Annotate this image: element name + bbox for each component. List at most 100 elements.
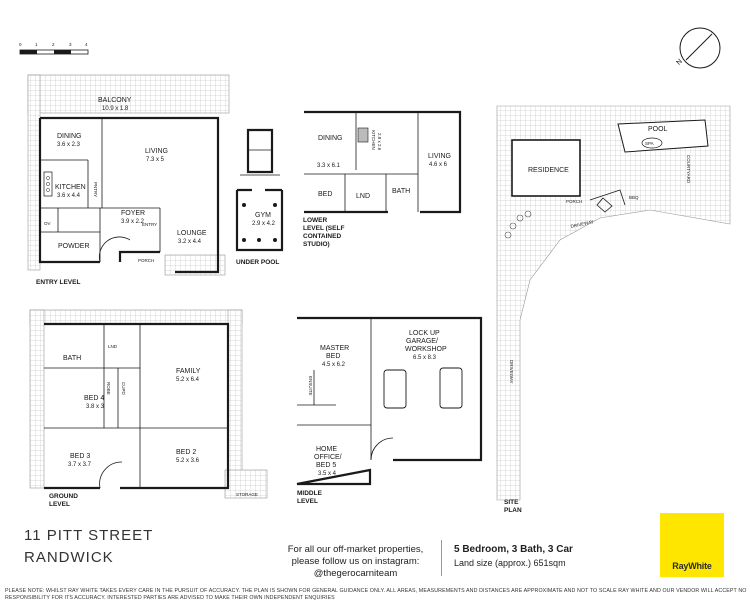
lower-level-title-4: STUDIO): [303, 241, 330, 248]
office-dims: 3.5 x 4: [318, 471, 337, 477]
garage-label-2: GARAGE/: [406, 338, 438, 345]
lower-dining-dims: 3.3 x 6.1: [317, 163, 341, 169]
kitchen-label: KITCHEN: [55, 184, 86, 191]
scale-label-3: 3: [69, 42, 72, 47]
scale-bar: 0 1 2 3 4: [19, 42, 89, 55]
ground-cupboard-label: CUPD: [121, 382, 126, 396]
lower-laundry-label: LND: [356, 193, 370, 200]
living-label: LIVING: [145, 148, 168, 155]
balcony-label: BALCONY: [98, 97, 132, 104]
scale-label-2: 2: [52, 42, 55, 47]
scale-label-4: 4: [85, 42, 88, 47]
bed4-label: BED 4: [84, 395, 104, 402]
garage-label-3: WORKSHOP: [405, 346, 447, 353]
ensuite-label: ENSUITE: [308, 376, 313, 396]
under-pool-title: UNDER POOL: [236, 259, 279, 266]
lower-living-label: LIVING: [428, 153, 451, 160]
storage-label: STORAGE: [236, 492, 258, 497]
scale-label-0: 0: [19, 42, 22, 47]
master-bed-label-1: MASTER: [320, 345, 349, 352]
middle-level-title-2: LEVEL: [297, 498, 318, 505]
ground-laundry-label: LND: [108, 344, 118, 349]
address-line-2: RANDWICK: [24, 549, 114, 566]
office-label-1: HOME: [316, 446, 337, 453]
gym-dims: 2.9 x 4.2: [252, 221, 276, 227]
promo-block: For all our off-market properties, pleas…: [273, 544, 438, 580]
entry-label: ENTRY: [142, 222, 157, 227]
spa-label: SPA: [645, 141, 654, 146]
pantry-label: PNTRY: [93, 182, 98, 197]
ov-label: OV: [44, 221, 51, 226]
lower-kitchen-dims: 2.8 x 2.6: [377, 133, 382, 151]
ground-level-title-2: LEVEL: [49, 501, 70, 508]
ground-bath-label: BATH: [63, 355, 81, 362]
entry-level-title: ENTRY LEVEL: [36, 279, 80, 286]
scale-label-1: 1: [35, 42, 38, 47]
lower-kitchen-label: KITCHEN: [371, 130, 376, 150]
divider: [441, 540, 442, 576]
master-bed-label-2: BED: [326, 353, 340, 360]
address-line-1: 11 PITT STREET: [24, 527, 154, 544]
lower-level-title-1: LOWER: [303, 217, 327, 224]
raywhite-logo: RayWhite: [660, 513, 724, 577]
ground-level-title-1: GROUND: [49, 493, 78, 500]
lower-bed-label: BED: [318, 191, 332, 198]
living-dims: 7.3 x 5: [146, 157, 165, 163]
dining-dims: 3.6 x 2.3: [57, 142, 81, 148]
lower-living-dims: 4.6 x 6: [429, 162, 448, 168]
lower-bath-label: BATH: [392, 188, 410, 195]
raywhite-logo-text: RayWhite: [672, 561, 712, 571]
promo-line-1: For all our off-market properties,: [287, 544, 424, 555]
pool-label: POOL: [648, 126, 668, 133]
garage-label-1: LOCK UP: [409, 330, 440, 337]
entry-level-plan: BALCONY 10.9 x 1.8 DINING 3.6 x 2.3 LIVI…: [27, 74, 230, 286]
garage-dims: 6.5 x 8.3: [413, 355, 437, 361]
bed2-dims: 5.2 x 3.6: [176, 458, 200, 464]
land-size-text: Land size (approx.) 651sqm: [454, 558, 566, 568]
office-label-2: OFFICE/: [314, 454, 342, 461]
lower-level-title-2: LEVEL (SELF: [303, 225, 344, 232]
site-driveway-vertical-label: DRIVEWAY: [509, 360, 514, 384]
foyer-dims: 3.9 x 2.2: [121, 219, 145, 225]
bed4-dims: 3.8 x 3: [86, 404, 105, 410]
gym-label: GYM: [255, 212, 271, 219]
site-plan-title-1: SITE: [504, 499, 519, 506]
compass-icon: N: [675, 27, 721, 69]
bed3-label: BED 3: [70, 453, 90, 460]
balcony-dims: 10.9 x 1.8: [102, 106, 129, 112]
bed2-label: BED 2: [176, 449, 196, 456]
site-plan-title-2: PLAN: [504, 507, 522, 514]
features-text: 5 Bedroom, 3 Bath, 3 Car: [454, 544, 573, 555]
lower-dining-label: DINING: [318, 135, 343, 142]
disclaimer-line-1: PLEASE NOTE: WHILST RAY WHITE TAKES EVER…: [5, 588, 747, 594]
porch-label: PORCH: [138, 258, 154, 263]
dining-label: DINING: [57, 133, 82, 140]
ground-level-plan: BATH LND FAMILY 5.2 x 6.4 ROBE CUPD BED …: [29, 309, 268, 508]
lounge-dims: 3.2 x 4.4: [178, 239, 202, 245]
site-plan: RESIDENCE POOL SPA COURTYARD PORCH BBQ D…: [496, 105, 731, 514]
family-dims: 5.2 x 6.4: [176, 377, 200, 383]
lower-level-plan: DINING 3.3 x 6.1 KITCHEN 2.8 x 2.6 LIVIN…: [303, 110, 462, 248]
ground-robe-label: ROBE: [106, 382, 111, 395]
compass-label: N: [675, 58, 684, 67]
lower-level-title-3: CONTAINED: [303, 233, 341, 240]
residence-label: RESIDENCE: [528, 167, 569, 174]
master-bed-dims: 4.5 x 6.2: [322, 362, 346, 368]
middle-level-title-1: MIDDLE: [297, 490, 323, 497]
family-label: FAMILY: [176, 368, 201, 375]
foyer-label: FOYER: [121, 210, 145, 217]
disclaimer-line-2: RESPONSIBILITY FOR ITS ACCURACY. INTERES…: [5, 594, 335, 601]
under-pool-plan: GYM 2.9 x 4.2 UNDER POOL: [235, 128, 284, 266]
promo-line-2: please follow us on instagram:: [291, 556, 420, 567]
bbq-label: BBQ: [629, 195, 639, 200]
middle-level-plan: MASTER BED 4.5 x 6.2 ENSUITE LOCK UP GAR…: [296, 316, 483, 505]
lounge-label: LOUNGE: [177, 230, 207, 237]
site-porch-label: PORCH: [566, 199, 582, 204]
courtyard-label: COURTYARD: [686, 155, 691, 184]
instagram-handle[interactable]: @thegerocarniteam: [313, 568, 398, 579]
disclaimer: PLEASE NOTE: WHILST RAY WHITE TAKES EVER…: [5, 588, 747, 601]
powder-label: POWDER: [58, 243, 90, 250]
kitchen-dims: 3.6 x 4.4: [57, 193, 81, 199]
site-driveway-label: DRIVEWAY: [570, 219, 594, 229]
